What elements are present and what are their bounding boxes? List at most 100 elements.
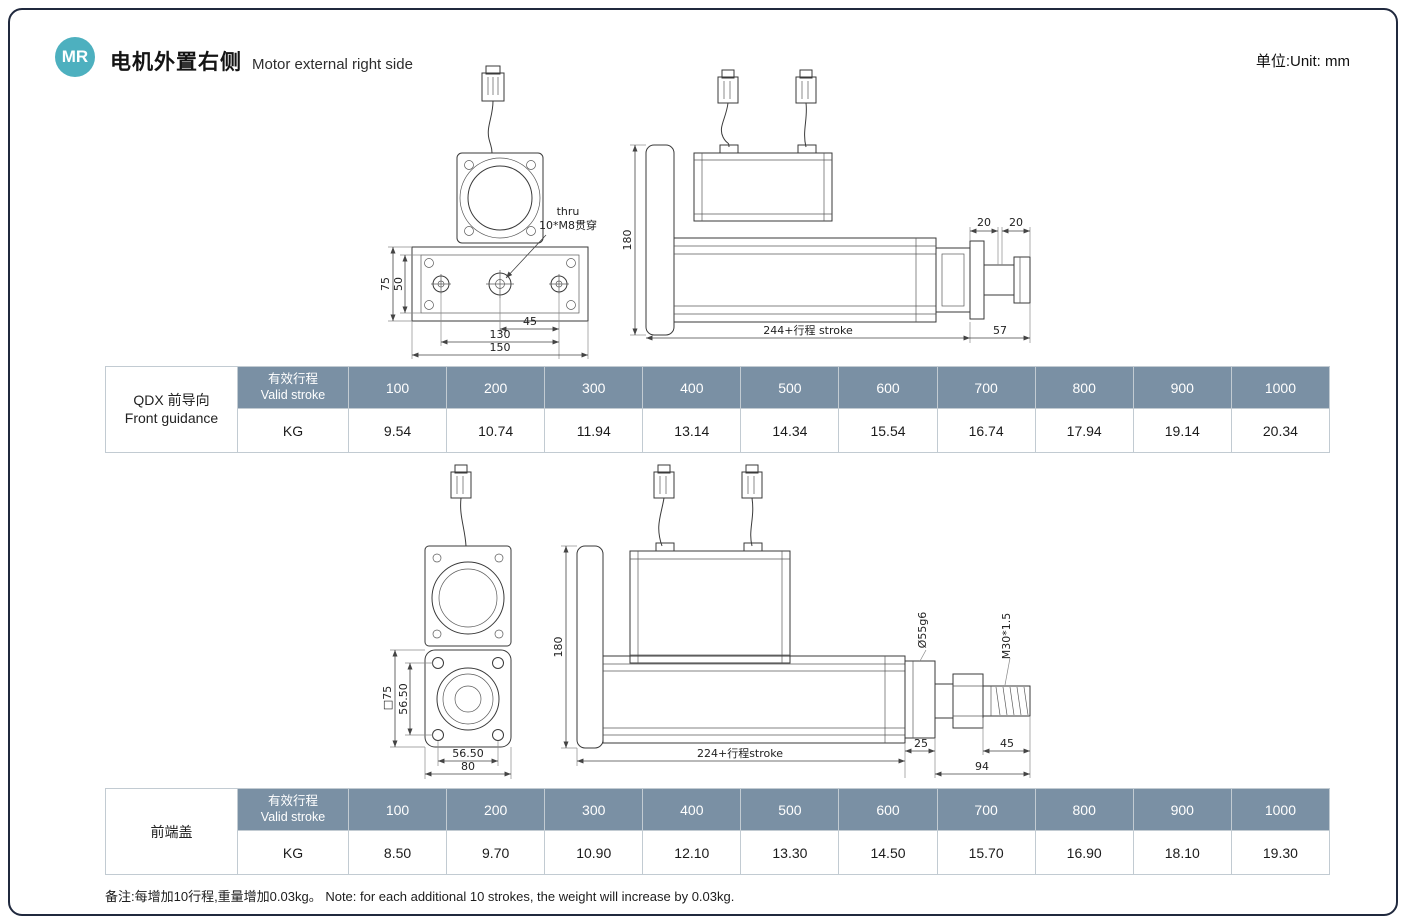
table2-stroke-header: 有效行程 Valid stroke — [237, 788, 349, 831]
table1-weight: 17.94 — [1034, 408, 1134, 453]
dim-150: 150 — [490, 341, 511, 354]
motor-connector-icon — [795, 69, 817, 148]
table2-stroke-900: 900 — [1132, 788, 1232, 831]
dim-57: 57 — [993, 324, 1007, 337]
table1-weight: 15.54 — [838, 408, 938, 453]
drawing-bottom: □75 56.50 56.50 80 — [381, 464, 1031, 779]
motor-connector-icon — [717, 69, 739, 148]
table1-weight: 9.54 — [347, 408, 448, 453]
dim-75: 75 — [379, 277, 392, 291]
bottom-front-view: □75 56.50 56.50 80 — [381, 464, 512, 779]
table2-weight: 19.30 — [1230, 830, 1331, 875]
dim-stroke: 224+行程stroke — [697, 747, 783, 760]
unit-label: 单位:Unit: mm — [1255, 53, 1350, 70]
table1-weight: 20.34 — [1230, 408, 1331, 453]
dim-thread-m30: M30*1.5 — [1000, 613, 1013, 659]
table2-stroke-400: 400 — [642, 788, 742, 831]
table1-stroke-header-zh: 有效行程 — [267, 371, 318, 386]
table2-stroke-300: 300 — [544, 788, 644, 831]
label-thru-holes: 10*M8贯穿 — [539, 218, 597, 232]
motor-body — [629, 542, 791, 664]
rear-end-plate — [645, 144, 675, 336]
dim-45: 45 — [1000, 737, 1014, 750]
table1-stroke-500: 500 — [740, 366, 840, 409]
table1-stroke-header-en: Valid stroke — [260, 387, 326, 402]
dim-sq75: □75 — [381, 686, 394, 710]
table1-stroke-header: 有效行程 Valid stroke — [237, 366, 349, 409]
footer-note: 备注:每增加10行程,重量增加0.03kg。 Note: for each ad… — [105, 889, 735, 904]
table2-stroke-800: 800 — [1034, 788, 1134, 831]
table1-stroke-600: 600 — [838, 366, 938, 409]
table1-stroke-700: 700 — [936, 366, 1036, 409]
table2-row-header: 前端盖 — [105, 788, 238, 875]
motor-connector-icon — [481, 65, 505, 154]
top-side-view: 180 244+行程 stroke 57 20 20 — [621, 69, 1031, 343]
table2-weight: 16.90 — [1034, 830, 1134, 875]
table2-weight: 12.10 — [642, 830, 742, 875]
table2-stroke-header-en: Valid stroke — [260, 809, 326, 824]
front-end-cover — [424, 649, 512, 748]
dim-94: 94 — [975, 760, 989, 773]
table1-row-header: QDX 前导向 Front guidance — [105, 366, 238, 453]
rear-end-plate — [576, 545, 604, 749]
table1-row-header-en: Front guidance — [124, 409, 219, 426]
dim-diameter-55: Ø55g6 — [916, 612, 929, 649]
table1-row-header-zh: QDX 前导向 — [133, 392, 210, 408]
dim-180: 180 — [621, 230, 634, 251]
table2-weight: 15.70 — [936, 830, 1036, 875]
table2-stroke-500: 500 — [740, 788, 840, 831]
table2-kg-label: KG — [237, 830, 349, 875]
table2-weight: 13.30 — [740, 830, 840, 875]
bottom-side-view: Ø55g6 M30*1.5 180 224+行程stroke 25 — [552, 464, 1031, 778]
series-badge: MR — [55, 37, 95, 77]
dim-180: 180 — [552, 637, 565, 658]
table2-weight: 8.50 — [347, 830, 448, 875]
table2-weight: 9.70 — [446, 830, 546, 875]
rod-end — [935, 240, 1031, 320]
table2-stroke-header-zh: 有效行程 — [267, 793, 318, 808]
page-title-en: Motor external right side — [252, 56, 413, 73]
table1-kg-label: KG — [237, 408, 349, 453]
drawing-top: 75 50 45 130 150 thru 10*M8贯穿 — [379, 65, 1031, 359]
motor-connector-icon — [741, 464, 763, 547]
page-border-frame: MR 电机外置右侧 Motor external right side 单位:Un… — [8, 8, 1398, 916]
motor-body — [693, 144, 833, 222]
motor-flange — [456, 152, 544, 244]
page-title-zh: 电机外置右侧 — [110, 51, 242, 74]
table1-stroke-100: 100 — [347, 366, 448, 409]
dim-45: 45 — [523, 315, 537, 328]
table1-weight: 16.74 — [936, 408, 1036, 453]
table1-stroke-800: 800 — [1034, 366, 1134, 409]
table2-weight: 10.90 — [544, 830, 644, 875]
spec-table-front-cover: 前端盖 有效行程 Valid stroke 100 200 300 400 50… — [105, 788, 1331, 875]
table1-weight: 14.34 — [740, 408, 840, 453]
table2-weight: 18.10 — [1132, 830, 1232, 875]
actuator-tube — [673, 237, 937, 323]
table1-weight: 11.94 — [544, 408, 644, 453]
table1-stroke-1000: 1000 — [1230, 366, 1331, 409]
dim-25: 25 — [914, 737, 928, 750]
table1-weight: 19.14 — [1132, 408, 1232, 453]
table1-stroke-900: 900 — [1132, 366, 1232, 409]
table1-stroke-300: 300 — [544, 366, 644, 409]
actuator-tube — [602, 655, 906, 744]
top-front-view: 75 50 45 130 150 thru 10*M8贯穿 — [379, 65, 597, 359]
table2-stroke-200: 200 — [446, 788, 546, 831]
table1-stroke-400: 400 — [642, 366, 742, 409]
table1-weight: 10.74 — [446, 408, 546, 453]
motor-connector-icon — [653, 464, 675, 547]
table2-stroke-700: 700 — [936, 788, 1036, 831]
dim-50: 50 — [392, 277, 405, 291]
table1-weight: 13.14 — [642, 408, 742, 453]
motor-flange — [424, 545, 512, 647]
table1-stroke-200: 200 — [446, 366, 546, 409]
rod-end — [904, 660, 1031, 739]
dim-80: 80 — [461, 760, 475, 773]
dim-20b: 20 — [1009, 216, 1023, 229]
dim-5650-horizontal: 56.50 — [452, 747, 484, 760]
dim-5650-vertical: 56.50 — [397, 683, 410, 715]
dim-stroke: 244+行程 stroke — [763, 324, 853, 337]
page-title: 电机外置右侧 Motor external right side — [110, 46, 413, 76]
table2-stroke-1000: 1000 — [1230, 788, 1331, 831]
